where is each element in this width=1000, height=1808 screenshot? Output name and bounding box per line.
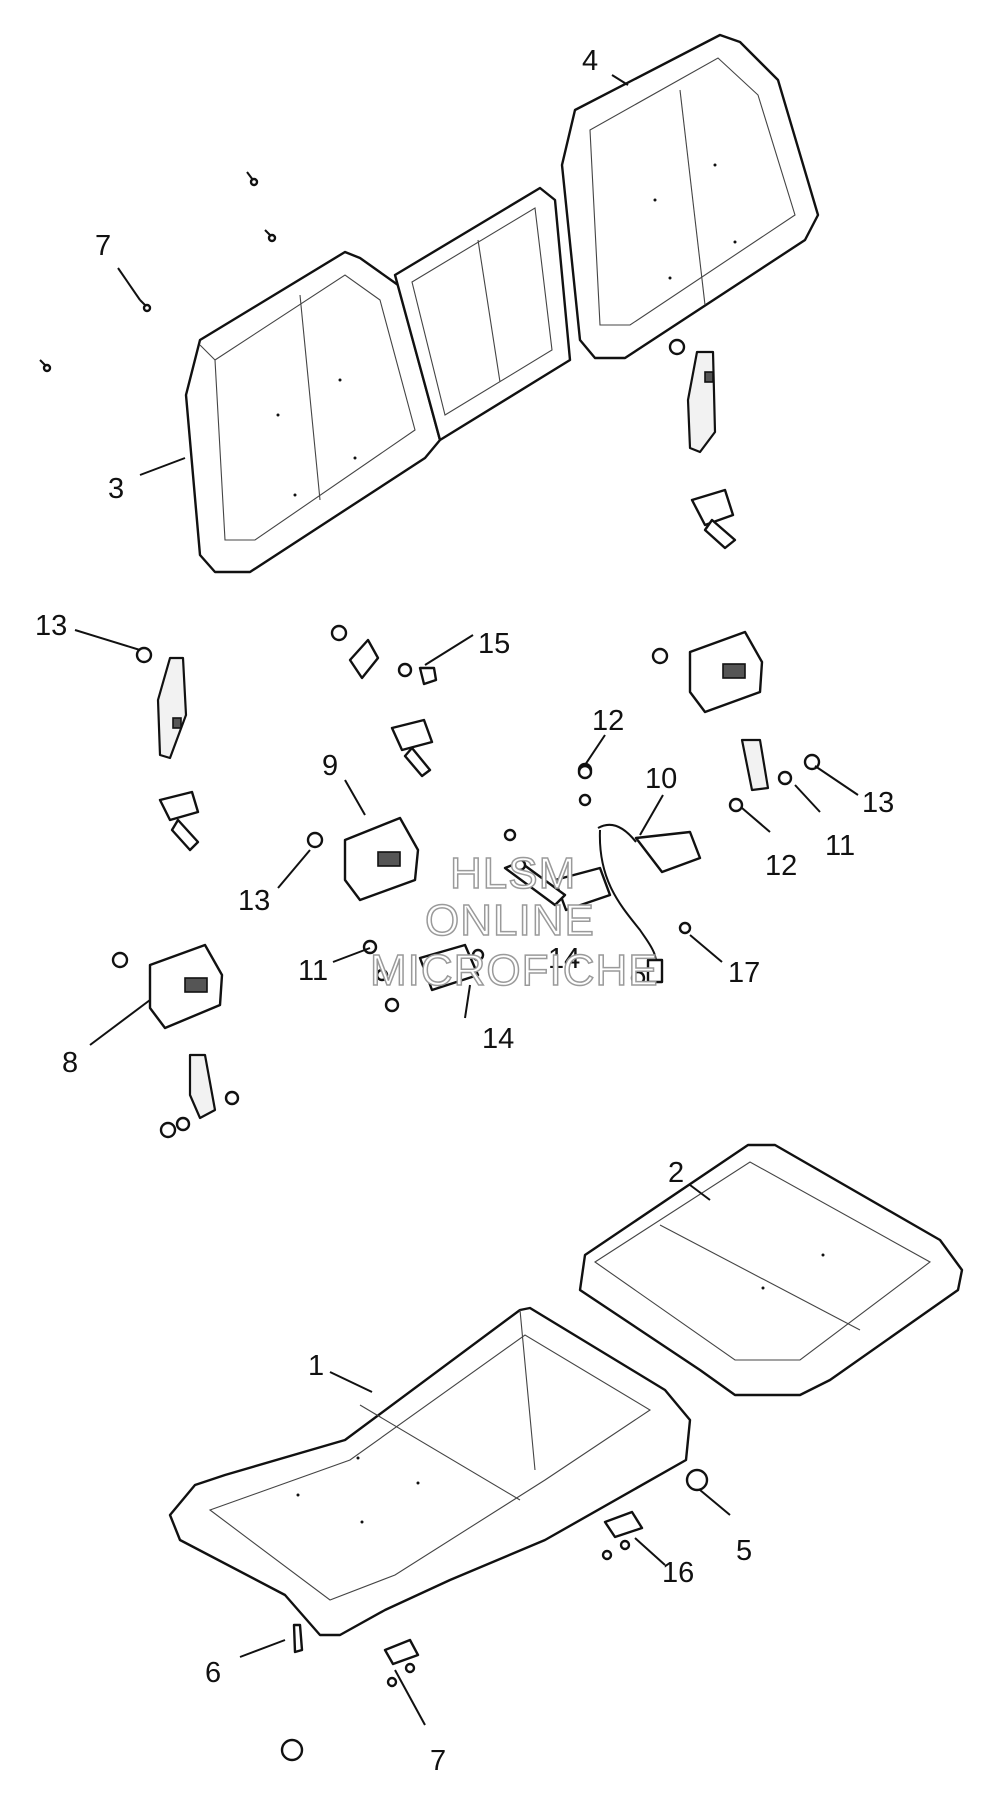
callout-13-mid: 13 (238, 885, 270, 917)
screw-group-top (39, 171, 277, 373)
callout-10: 10 (645, 763, 677, 795)
callout-9: 9 (322, 750, 338, 782)
callout-17: 17 (728, 957, 760, 989)
callout-12-right: 12 (765, 850, 797, 882)
callout-16: 16 (662, 1557, 694, 1589)
callouts: 1 2 3 4 5 6 7 7 8 9 10 11 11 12 12 13 13… (35, 45, 894, 1777)
seatbelt-left (135, 646, 200, 852)
callout-14-upper: 14 (548, 943, 580, 975)
seat-back-middle-panel (393, 186, 572, 442)
leader-lines (74, 74, 859, 1726)
seat-back-right (560, 33, 820, 360)
callout-15: 15 (478, 628, 510, 660)
retractor-9 (306, 816, 420, 902)
callout-2: 2 (668, 1157, 684, 1189)
cushion-hardware (280, 1468, 709, 1762)
watermark-line-2: ONLINE (425, 896, 595, 945)
callout-13-right: 13 (862, 787, 894, 819)
callout-11-right: 11 (825, 830, 855, 862)
callout-6: 6 (205, 1657, 221, 1689)
seatbelt-right-upper (668, 338, 737, 550)
seat-cushion-right (578, 1143, 964, 1397)
buckle-sensor-assembly (362, 762, 702, 1013)
callout-14-lower: 14 (482, 1023, 514, 1055)
callout-12-left: 12 (592, 705, 624, 737)
callout-1: 1 (308, 1350, 324, 1382)
callout-7-top: 7 (95, 230, 111, 262)
seat-cushion-left (168, 1306, 692, 1637)
watermark-line-3: MICROFICHE (370, 946, 659, 995)
callout-5: 5 (736, 1535, 752, 1567)
callout-8: 8 (62, 1047, 78, 1079)
retractor-8 (111, 943, 240, 1139)
callout-3: 3 (108, 473, 124, 505)
anchor-group-15 (330, 624, 438, 778)
watermark: HLSM ONLINE MICROFICHE (369, 848, 659, 996)
callout-11-left: 11 (298, 955, 328, 987)
retractor-right (651, 630, 821, 813)
callout-7-bottom: 7 (430, 1745, 446, 1777)
callout-4: 4 (582, 45, 598, 77)
callout-13-left: 13 (35, 610, 67, 642)
watermark-line-1: HLSM (450, 849, 576, 898)
seat-back-left (184, 250, 442, 574)
